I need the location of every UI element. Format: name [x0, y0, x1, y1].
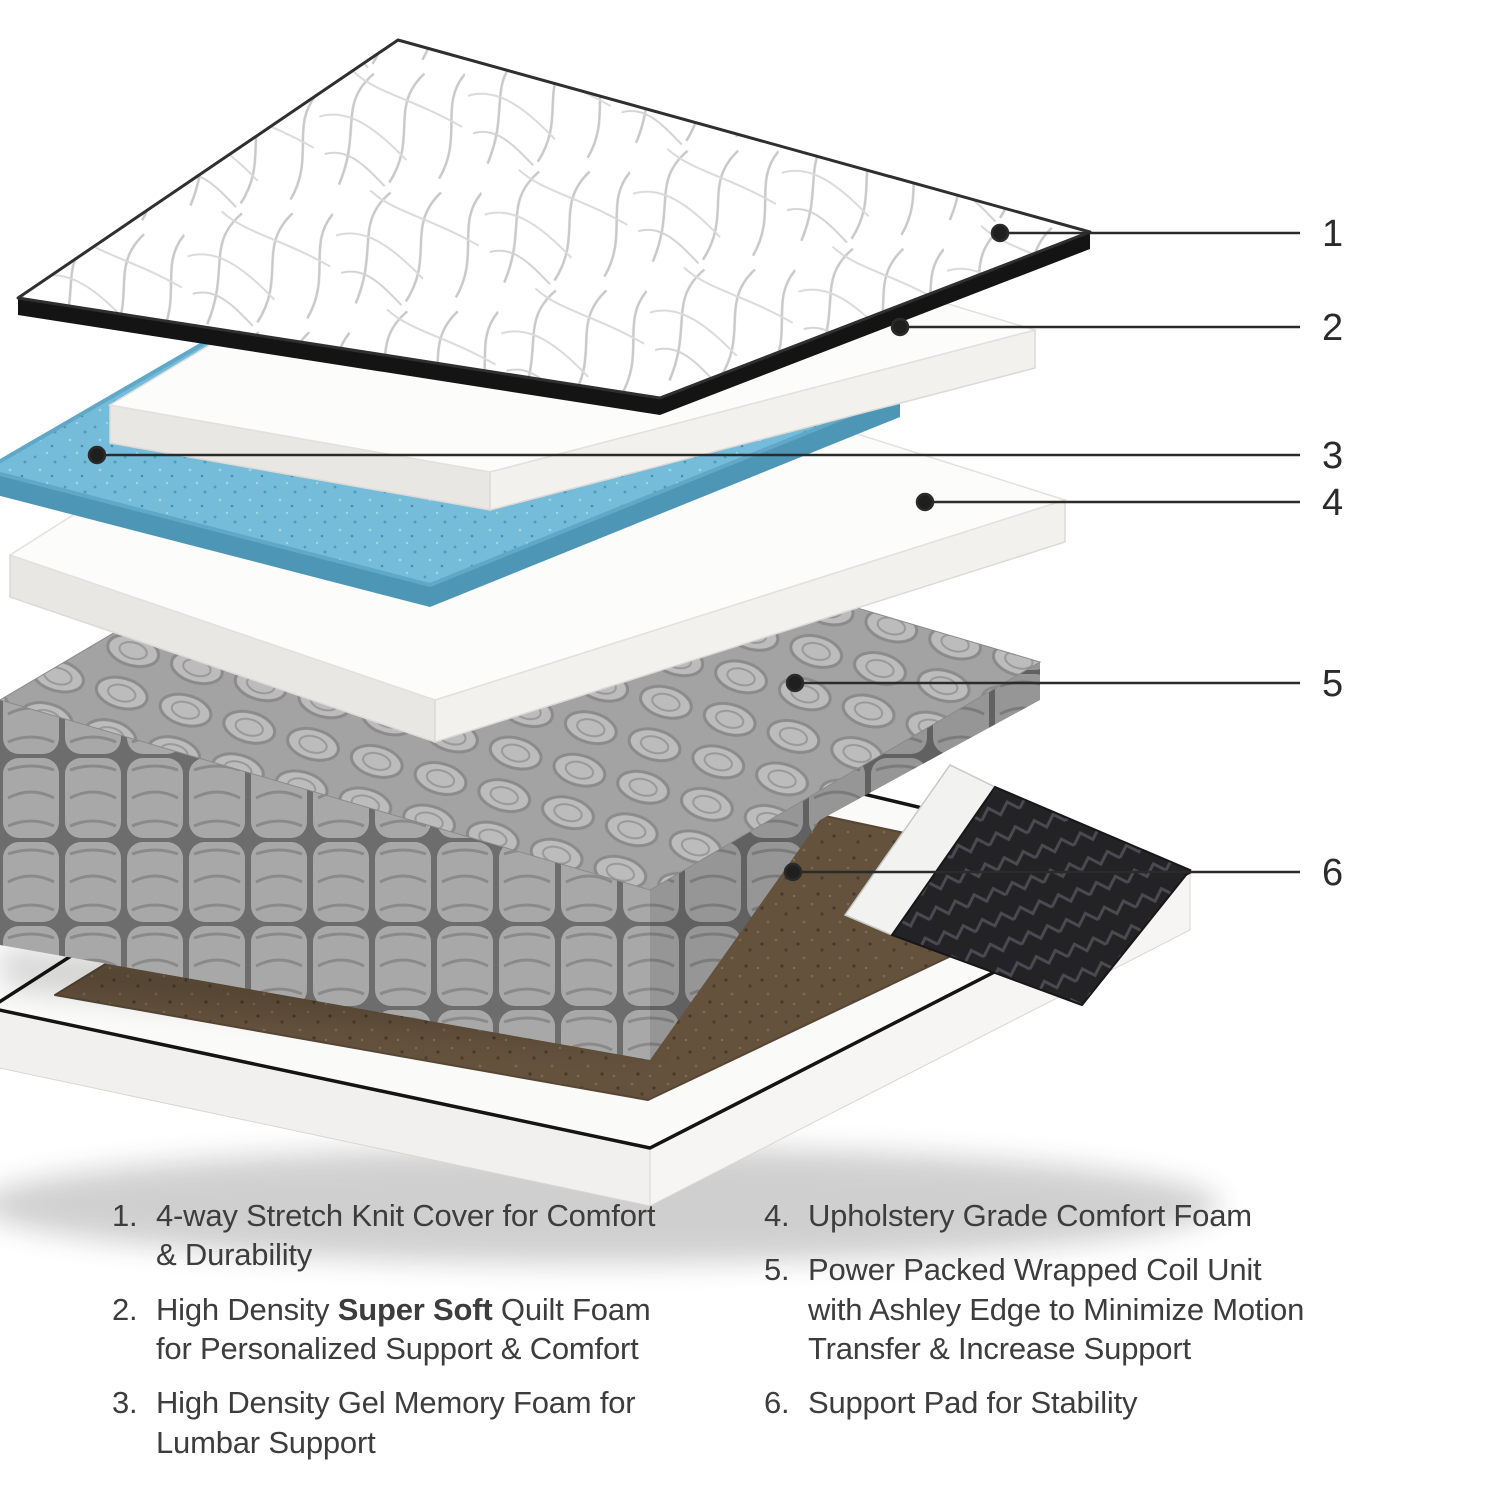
callout-number-2: 2	[1322, 307, 1343, 349]
callout-number-4: 4	[1322, 482, 1343, 524]
legend-item-5: 5. Power Packed Wrapped Coil Unit with A…	[764, 1250, 1320, 1368]
legend-text-4-pre: Upholstery Grade Comfort Foam	[808, 1198, 1252, 1233]
legend-number-5: 5.	[764, 1252, 790, 1288]
legend-number-3: 3.	[112, 1385, 138, 1421]
callouts: 1 2 3 4 5 6	[87, 213, 1343, 894]
legend-text-5-pre: Power Packed Wrapped Coil Unit with Ashl…	[808, 1252, 1305, 1367]
callout-number-5: 5	[1322, 663, 1343, 705]
legend-text-6: Support Pad for Stability	[808, 1383, 1320, 1422]
coil-front-left-face	[0, 700, 650, 1060]
legend-text-4: Upholstery Grade Comfort Foam	[808, 1196, 1320, 1235]
callout-6: 6	[783, 852, 1343, 894]
legend-left-column: 1. 4-way Stretch Knit Cover for Comfort …	[112, 1196, 672, 1477]
cover-black-rim	[18, 232, 1090, 415]
callout-number-6: 6	[1322, 852, 1343, 894]
legend-text-2-post: Quilt Foam for Personalized Support & Co…	[156, 1291, 651, 1367]
coil-front-left-shade	[0, 700, 650, 1060]
legend-right-column: 4. Upholstery Grade Comfort Foam 5. Powe…	[764, 1196, 1320, 1438]
coil-front-right-face	[650, 662, 1040, 1060]
legend-text-3: High Density Gel Memory Foam for Lumbar …	[156, 1383, 672, 1462]
gel-edge	[0, 395, 900, 607]
callout-dot-1	[990, 223, 1010, 243]
callout-dot-4	[915, 492, 935, 512]
callout-dot-3	[87, 445, 107, 465]
legend-number-6: 6.	[764, 1385, 790, 1421]
legend-text-1: 4-way Stretch Knit Cover for Comfort & D…	[156, 1196, 672, 1275]
legend-item-1: 1. 4-way Stretch Knit Cover for Comfort …	[112, 1196, 672, 1275]
callout-5: 5	[785, 663, 1343, 705]
legend-number-4: 4.	[764, 1198, 790, 1233]
legend-text-2-pre: High Density	[156, 1291, 338, 1327]
legend-text-5: Power Packed Wrapped Coil Unit with Ashl…	[808, 1250, 1320, 1368]
legend-item-6: 6. Support Pad for Stability	[764, 1383, 1320, 1422]
legend-item-4: 4. Upholstery Grade Comfort Foam	[764, 1196, 1320, 1235]
callout-dot-6	[783, 862, 803, 882]
callout-dot-5	[785, 673, 805, 693]
callout-1: 1	[990, 213, 1343, 255]
legend-text-2: High Density Super Soft Quilt Foam for P…	[156, 1290, 672, 1369]
mattress-edge-wedge	[843, 764, 1192, 1007]
callout-number-1: 1	[1322, 213, 1343, 255]
legend-item-2: 2. High Density Super Soft Quilt Foam fo…	[112, 1290, 672, 1369]
legend-text-3-pre: High Density Gel Memory Foam for Lumbar …	[156, 1385, 636, 1460]
callout-dot-2	[890, 317, 910, 337]
callout-number-3: 3	[1322, 435, 1343, 477]
coil-front-right-shade	[650, 662, 1040, 1060]
callout-2: 2	[890, 307, 1343, 349]
callout-4: 4	[915, 482, 1343, 524]
legend-number-2: 2.	[112, 1291, 138, 1327]
legend-number-1: 1.	[112, 1198, 138, 1233]
legend-text-6-pre: Support Pad for Stability	[808, 1385, 1138, 1421]
wedge-black-face	[890, 785, 1192, 1007]
ground-shadow	[0, 1147, 1220, 1263]
legend-text-2-bold: Super Soft	[337, 1291, 493, 1327]
legend-text-1-pre: 4-way Stretch Knit Cover for Comfort & D…	[156, 1198, 656, 1273]
legend-item-3: 3. High Density Gel Memory Foam for Lumb…	[112, 1383, 672, 1462]
callout-3: 3	[87, 435, 1343, 477]
